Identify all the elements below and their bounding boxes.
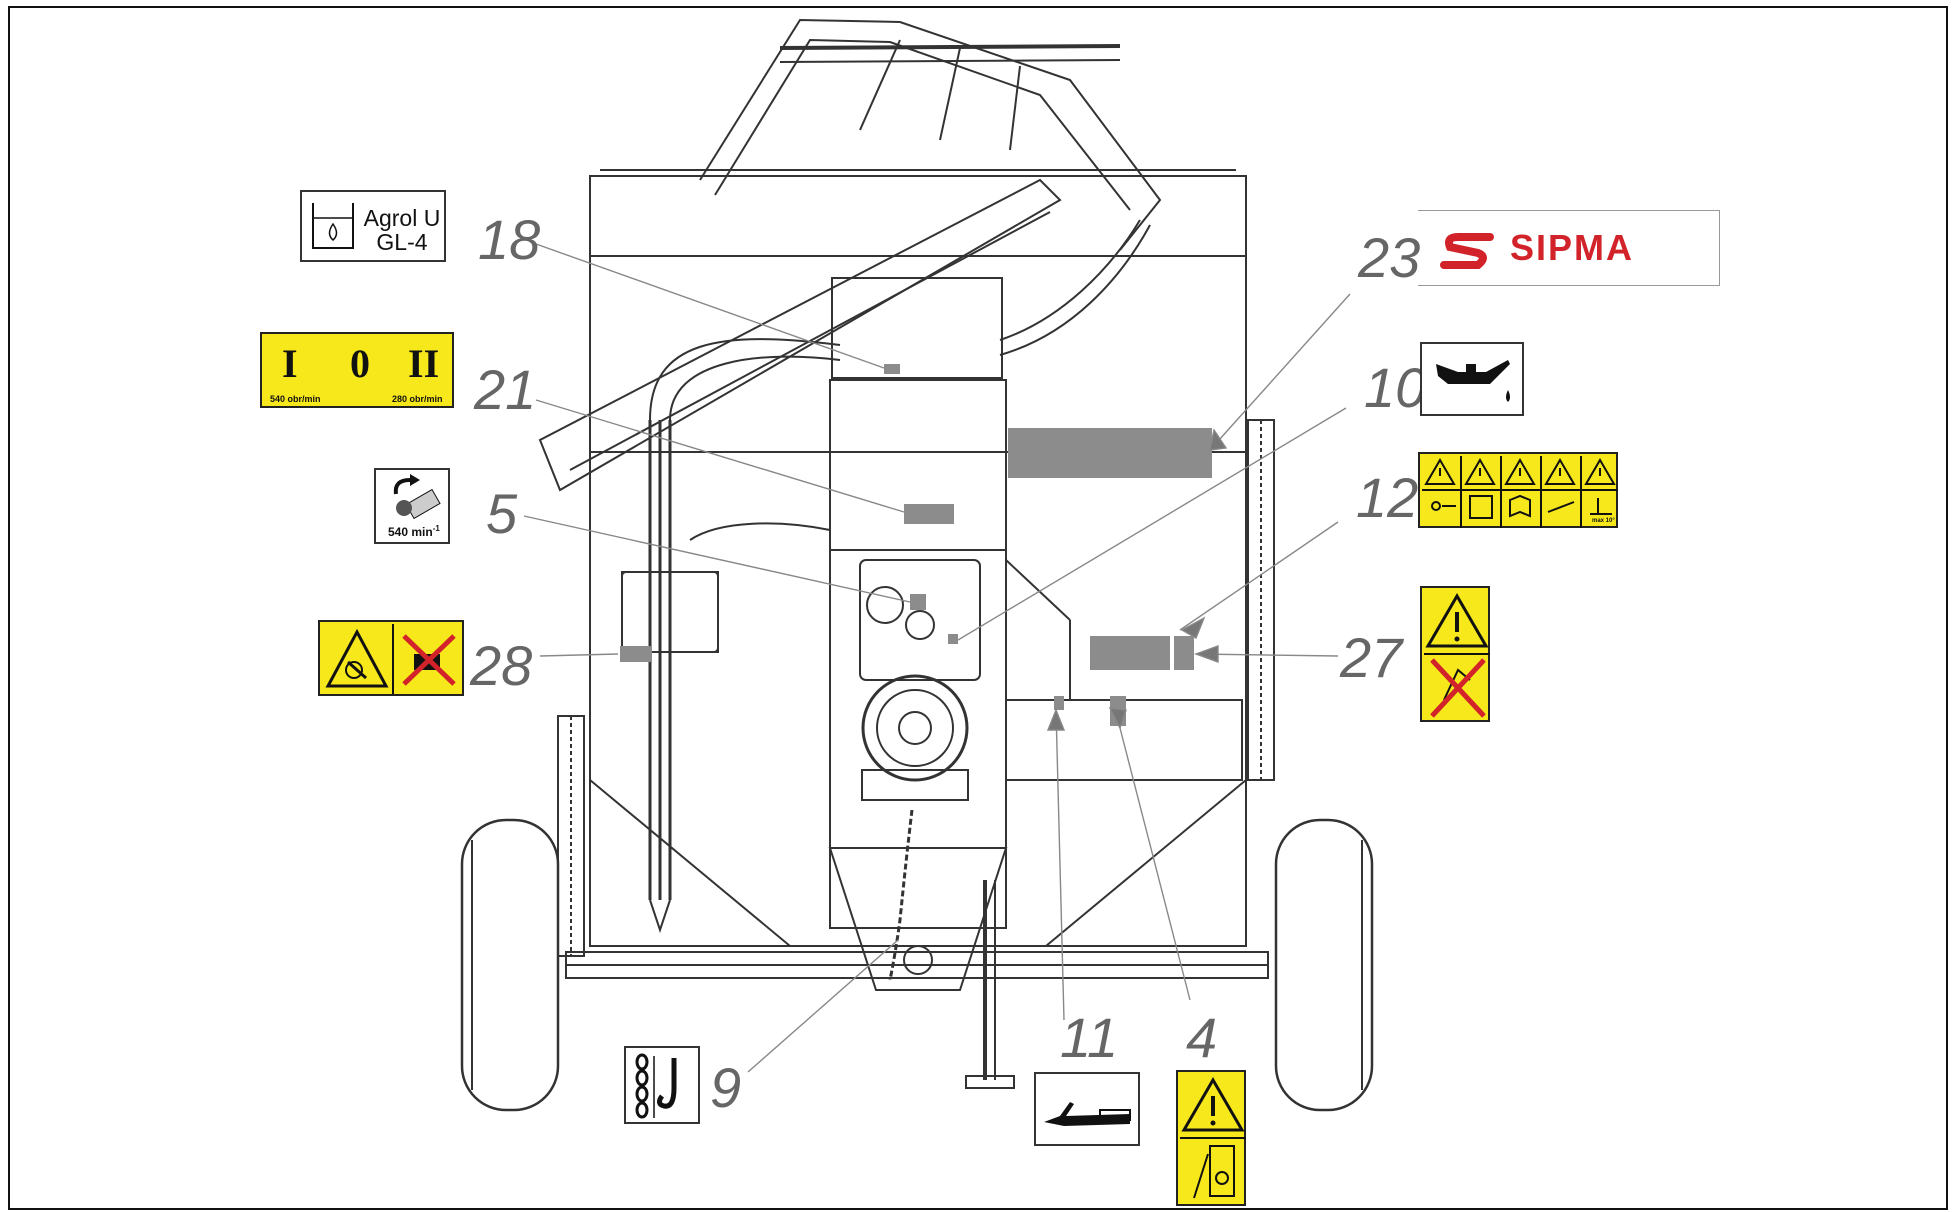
decal-warning-strip: max 10° [1418, 452, 1618, 528]
no-climbing-icon [1424, 593, 1490, 718]
warning-strip-icons [1422, 456, 1618, 528]
decal-hazard-vertical [1176, 1070, 1246, 1206]
pto-pos-2: II [408, 341, 440, 386]
decal-sipma: SIPMA [1418, 210, 1720, 286]
no-hands-icon [402, 634, 456, 686]
agrol-line2: GL-4 [376, 229, 428, 255]
callout-23: 23 [1358, 226, 1421, 289]
pto-rotation-text: 540 min-1 [388, 524, 440, 539]
sipma-brand: SIPMA [1510, 227, 1635, 268]
callout-10: 10 [1364, 356, 1427, 419]
rotating-parts-warning-icon [325, 628, 389, 688]
rotation-arrow-icon [393, 474, 441, 520]
decal-oil [1420, 342, 1524, 416]
callout-27: 27 [1340, 626, 1403, 689]
oil-can-icon [1436, 360, 1510, 402]
agrol-line1: Agrol U [363, 205, 441, 231]
decal-pto-switch: I 0 II 540 obr/min 280 obr/min [260, 332, 454, 408]
sipma-logo-icon [1440, 233, 1494, 269]
decal-chain-hook [624, 1046, 700, 1124]
crush-hazard-icon [1180, 1077, 1246, 1199]
pto-right-speed: 280 obr/min [392, 394, 443, 404]
decal-no-climb [1420, 586, 1490, 722]
callout-11: 11 [1060, 1006, 1119, 1069]
callout-21: 21 [474, 358, 537, 421]
warning-strip-max: max 10° [1592, 518, 1615, 524]
chain-hook-icon [635, 1053, 677, 1119]
decal-grease [1034, 1072, 1140, 1146]
diagram-frame [8, 6, 1948, 1210]
callout-18: 18 [478, 208, 541, 271]
decal-entanglement [318, 620, 464, 696]
oil-can-fill-icon [312, 203, 354, 249]
callout-5: 5 [486, 482, 518, 545]
decal-pto-rotation: 540 min-1 [374, 468, 450, 544]
pto-pos-0: 0 [350, 341, 370, 386]
grease-gun-icon [1044, 1102, 1131, 1126]
callout-4: 4 [1186, 1006, 1218, 1069]
callout-28: 28 [470, 634, 533, 697]
callout-12: 12 [1356, 466, 1419, 529]
pto-left-speed: 540 obr/min [270, 394, 321, 404]
decal-agrol-oil: Agrol U GL-4 [300, 190, 446, 262]
callout-9: 9 [710, 1056, 742, 1119]
pto-pos-1: I [282, 341, 298, 386]
